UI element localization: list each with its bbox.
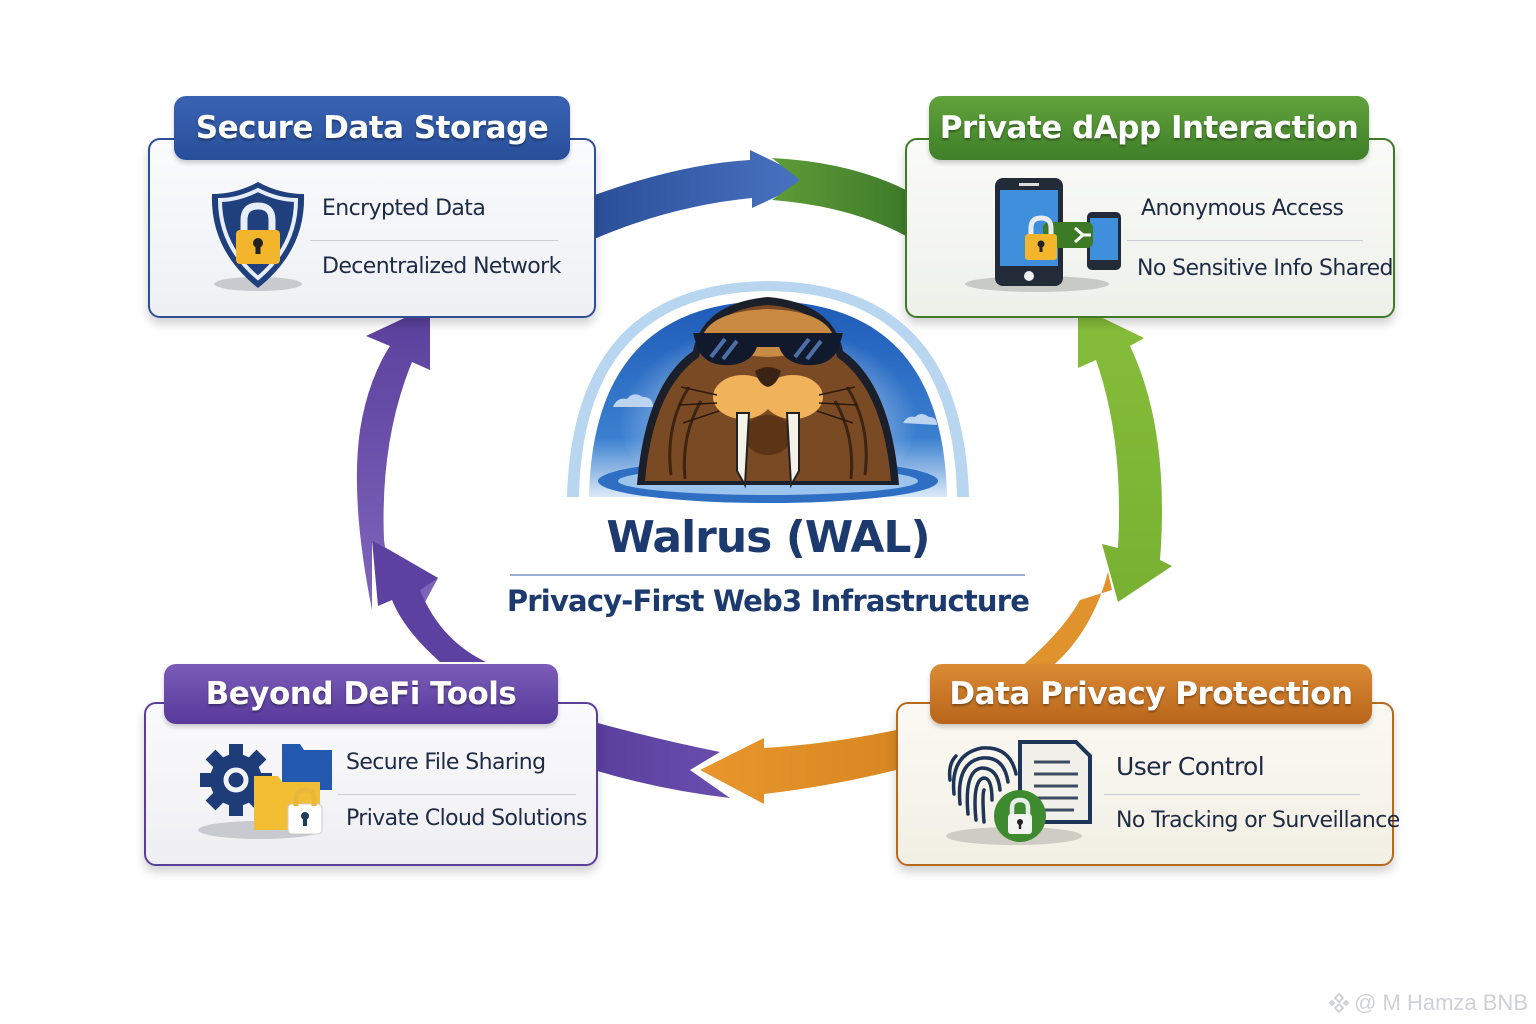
card-beyond-defi-tools: Beyond DeFi Tools Secure File Sharing Pr…: [144, 664, 598, 866]
card-header: Beyond DeFi Tools: [164, 664, 558, 724]
divider: [310, 240, 558, 241]
cloud-icon: [903, 414, 937, 425]
arrow-defi-to-storage: [356, 306, 438, 630]
feature-anonymous-access: Anonymous Access: [1141, 196, 1344, 221]
feature-secure-file-sharing: Secure File Sharing: [346, 750, 546, 775]
arrow-segment-purple-bottom: [594, 722, 730, 798]
arrow-dapp-to-privacy: [1078, 306, 1172, 602]
feature-user-control: User Control: [1116, 752, 1265, 781]
watermark-text: @ M Hamza BNB: [1354, 990, 1528, 1015]
card-header: Data Privacy Protection: [930, 664, 1372, 724]
fingerprint-document-lock-icon: [946, 740, 1092, 845]
feature-encrypted-data: Encrypted Data: [322, 196, 486, 221]
title-divider: [510, 574, 1025, 576]
card-secure-data-storage: Secure Data Storage Encrypted Data Decen…: [148, 96, 596, 318]
arrow-segment-green-top: [772, 158, 906, 236]
cloud-icon: [613, 394, 653, 407]
divider: [1127, 240, 1363, 241]
card-private-dapp-interaction: Private dApp Interaction Anonymous Acces…: [905, 96, 1395, 318]
arrow-segment-orange: [1010, 572, 1112, 676]
card-header: Secure Data Storage: [174, 96, 570, 160]
feature-decentralized-network: Decentralized Network: [322, 254, 561, 279]
arrow-segment-purple-lower: [372, 540, 486, 662]
card-data-privacy-protection: Data Privacy Protection User Control No …: [896, 664, 1400, 866]
divider: [338, 794, 576, 795]
feature-no-sensitive-info: No Sensitive Info Shared: [1137, 256, 1394, 281]
feature-private-cloud: Private Cloud Solutions: [346, 806, 587, 831]
walrus-logo: [567, 281, 969, 505]
card-header: Private dApp Interaction: [929, 96, 1369, 160]
feature-no-tracking: No Tracking or Surveillance: [1116, 808, 1400, 833]
main-title: Walrus (WAL): [606, 512, 930, 563]
arrow-storage-to-dapp: [592, 150, 812, 240]
divider: [1104, 794, 1360, 795]
binance-logo-icon: [1328, 992, 1350, 1014]
shield-lock-icon: [211, 182, 305, 291]
gear-folder-lock-icon: [198, 744, 332, 839]
watermark: @ M Hamza BNB: [1328, 990, 1528, 1016]
subtitle: Privacy-First Web3 Infrastructure: [506, 584, 1030, 618]
arrow-privacy-to-defi: [700, 730, 896, 804]
phone-lock-transfer-icon: [965, 178, 1121, 292]
